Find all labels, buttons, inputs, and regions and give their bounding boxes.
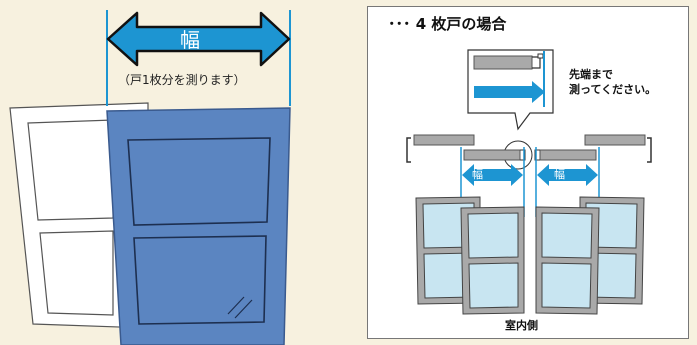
single-door-illustration: [9, 10, 291, 345]
callout-note: 先端まで 測ってください。: [569, 68, 657, 96]
magnify-callout-icon: [467, 49, 554, 170]
four-door-case-panel: ･･･ 4 枚戸の場合 先端まで 測ってください。 幅 幅 室内側: [367, 6, 689, 339]
width-label: 幅: [180, 28, 200, 52]
door-inner-left: [460, 206, 525, 315]
glass-reflection-icon: [227, 296, 253, 319]
width-label-right: 幅: [554, 168, 565, 181]
door-inner-right: [535, 206, 600, 315]
single-door-measure-panel: 幅 （戸1枚分を測ります）: [9, 10, 291, 345]
measure-caption: （戸1枚分を測ります）: [118, 73, 246, 87]
frame-rails: [406, 134, 652, 163]
front-blue-door: [106, 107, 291, 345]
case-title: ･･･ 4 枚戸の場合: [388, 15, 507, 33]
double-arrow-icon: [462, 164, 523, 186]
double-arrow-icon: [106, 11, 291, 67]
indoor-side-label: 室内側: [505, 319, 538, 332]
four-door-illustration: [406, 49, 652, 315]
width-label-left: 幅: [472, 168, 483, 181]
door-stopper-icon: [520, 149, 540, 161]
double-arrow-icon: [537, 164, 598, 186]
